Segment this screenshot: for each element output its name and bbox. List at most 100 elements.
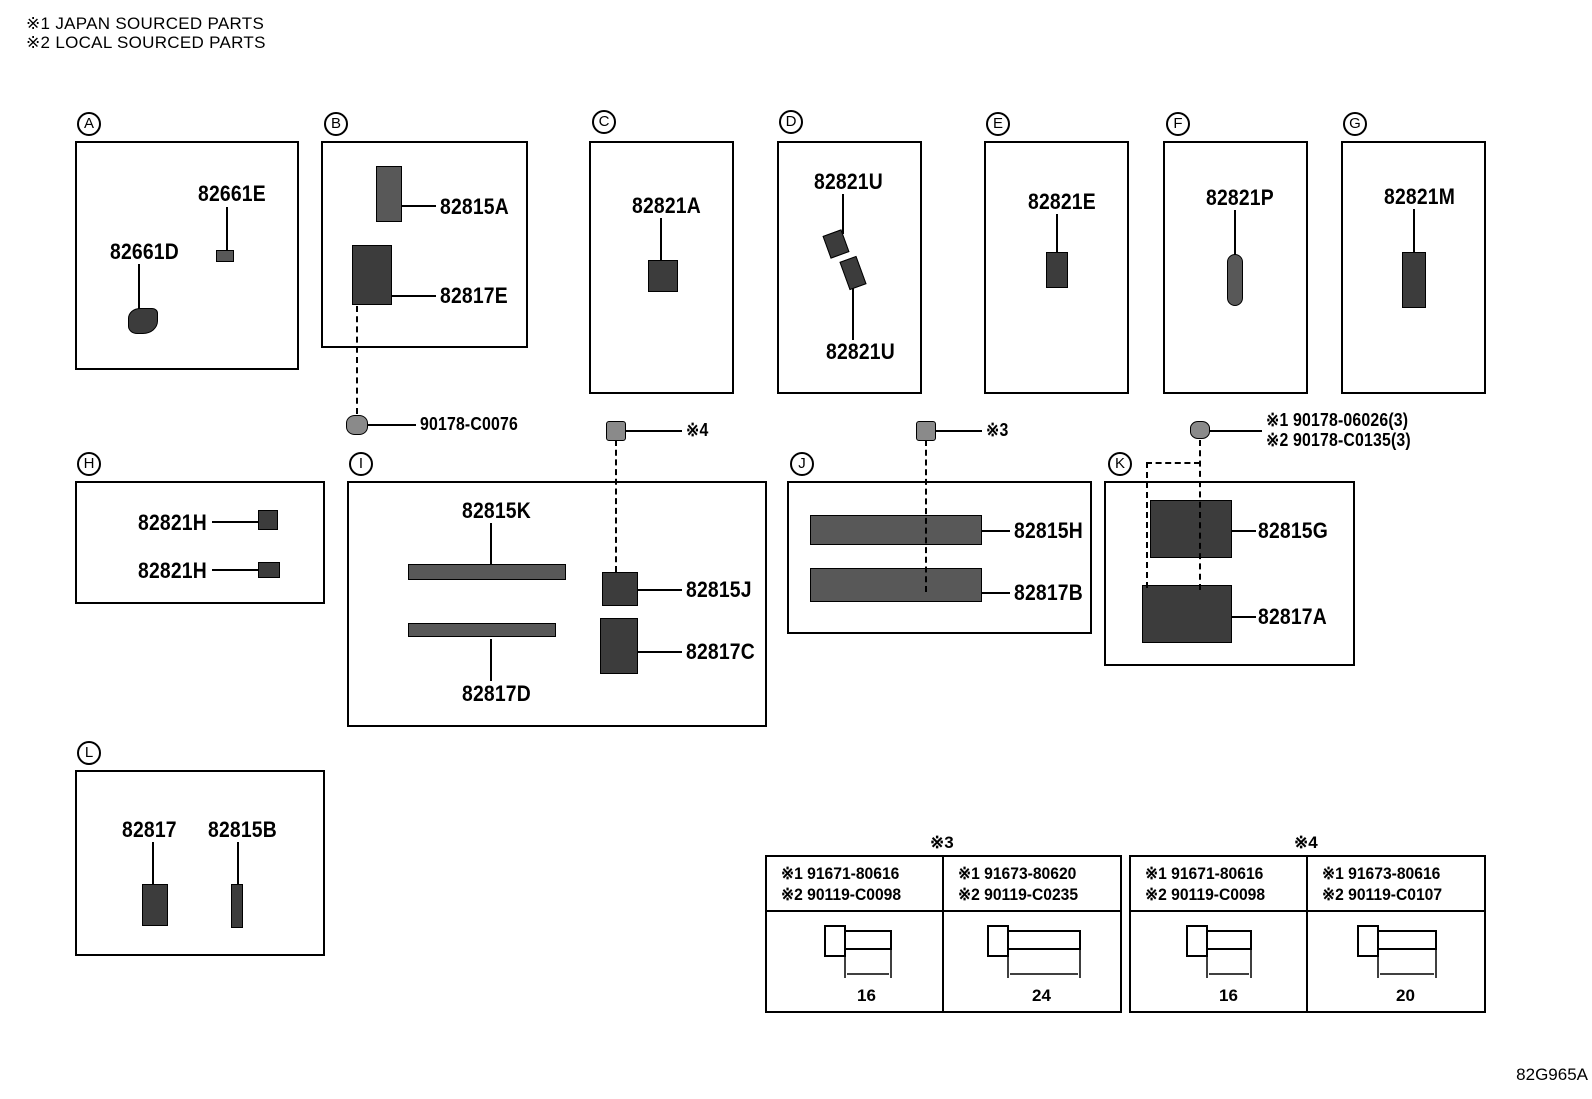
table-4-col-1-header: ※1 91671-80616 ※2 90119-C0098 [1131,857,1308,912]
bolt-length-16: 16 [1219,986,1238,1005]
group-h-frame [75,481,325,604]
bolt-24-icon [987,925,1081,978]
part-number-82817c[interactable]: 82817C [686,639,755,664]
diagram-id: 82G965A [1516,1065,1588,1084]
bolt-fastener-icon [916,421,936,441]
part-number-82817a[interactable]: 82817A [1258,604,1327,629]
leader-line [638,589,682,591]
bolt-table-4: ※1 91671-80616 ※2 90119-C0098 ※1 91673-8… [1129,855,1486,1013]
clip-part-shape [128,308,158,334]
callout-e: E [986,112,1010,136]
dashed-guide [1146,462,1200,464]
part-number-82661d[interactable]: 82661D [110,239,179,264]
table-3-col-1-image: 16 [767,912,944,1011]
part-number-82821h-bottom[interactable]: 82821H [138,558,207,583]
leader-line [1210,430,1262,432]
part-number-82817b[interactable]: 82817B [1014,580,1083,605]
group-a-frame [75,141,299,370]
table-4-col-2-header: ※1 91673-80616 ※2 90119-C0107 [1308,857,1484,912]
bolt-20-icon [1357,925,1437,978]
part-number-82821p[interactable]: 82821P [1206,185,1274,210]
bracket-part-shape [1142,585,1232,643]
bracket-part-shape [602,572,638,606]
bracket-part-shape [142,884,168,926]
part-number-82817e[interactable]: 82817E [440,283,508,308]
fastener-ref-3[interactable]: ※3 [986,420,1009,440]
part-number-90178-06026[interactable]: ※1 90178-06026(3) [1266,410,1409,430]
leader-line [212,521,258,523]
dashed-guide [615,440,617,572]
table-4-col-2-image: 20 [1308,912,1484,1011]
part-number-91671-80616[interactable]: ※1 91671-80616 [781,864,900,883]
table-4-col-1-image: 16 [1131,912,1308,1011]
part-number-90119-c0235[interactable]: ※2 90119-C0235 [958,885,1079,904]
bolt-table-3: ※1 91671-80616 ※2 90119-C0098 ※1 91673-8… [765,855,1122,1013]
part-number-90178-c0135[interactable]: ※2 90178-C0135(3) [1266,430,1411,450]
part-number-82815g[interactable]: 82815G [1258,518,1328,543]
clip-fastener-icon [346,415,368,435]
part-number-82815j[interactable]: 82815J [686,577,752,602]
dashed-guide [1146,462,1148,588]
leader-line [138,264,140,309]
table-4-title: ※4 [1294,833,1318,852]
leader-line [392,295,436,297]
leader-line [638,651,682,653]
part-number-82817d[interactable]: 82817D [462,681,531,706]
leader-line [1232,616,1256,618]
callout-c: C [592,110,616,134]
part-number-82821e[interactable]: 82821E [1028,189,1096,214]
part-number-90119-c0098[interactable]: ※2 90119-C0098 [1145,885,1266,904]
leader-line [936,430,982,432]
part-number-91673-80616[interactable]: ※1 91673-80616 [1322,864,1441,883]
part-number-82815a[interactable]: 82815A [440,194,509,219]
bolt-length-24: 24 [1032,986,1051,1005]
callout-b: B [324,112,348,136]
callout-l: L [77,741,101,765]
leader-line [1232,530,1256,532]
bracket-part-shape [376,166,402,222]
leader-line [237,842,239,886]
callout-k: K [1108,452,1132,476]
part-number-82821h-top[interactable]: 82821H [138,510,207,535]
dashed-guide [1199,440,1201,590]
bolt-length-16: 16 [857,986,876,1005]
part-number-82821u-top[interactable]: 82821U [814,169,883,194]
part-number-82815k[interactable]: 82815K [462,498,531,523]
fastener-ref-4[interactable]: ※4 [686,420,709,440]
table-3-col-2-header: ※1 91673-80620 ※2 90119-C0235 [944,857,1120,912]
part-number-82815b[interactable]: 82815B [208,817,277,842]
leader-line [368,424,416,426]
leader-line [1056,214,1058,254]
leader-line [1234,210,1236,256]
legend-local-sourced: ※2 LOCAL SOURCED PARTS [26,33,266,52]
dashed-guide [925,440,927,592]
leader-line [852,288,854,340]
bracket-part-shape [352,245,392,305]
part-number-91671-80616[interactable]: ※1 91671-80616 [1145,864,1264,883]
group-b-frame [321,141,528,348]
group-i-frame [347,481,767,727]
harness-protector-shape [408,623,556,637]
part-number-82821m[interactable]: 82821M [1384,184,1456,209]
harness-protector-shape [408,564,566,580]
leader-line [490,639,492,681]
part-number-82817[interactable]: 82817 [122,817,177,842]
part-number-82821a[interactable]: 82821A [632,193,701,218]
clamp-part-shape [648,260,678,292]
leader-line [402,205,436,207]
part-number-82661e[interactable]: 82661E [198,181,266,206]
harness-protector-shape [810,568,982,602]
leader-line [660,218,662,262]
bracket-part-shape [600,618,638,674]
part-number-82821u-bottom[interactable]: 82821U [826,339,895,364]
part-number-90178-c0076[interactable]: 90178-C0076 [420,414,518,434]
clip-part-shape [1227,254,1243,306]
leader-line [490,523,492,565]
part-number-82815h[interactable]: 82815H [1014,518,1083,543]
part-number-90119-c0107[interactable]: ※2 90119-C0107 [1322,885,1443,904]
part-number-90119-c0098[interactable]: ※2 90119-C0098 [781,885,902,904]
part-number-91673-80620[interactable]: ※1 91673-80620 [958,864,1077,883]
callout-f: F [1166,112,1190,136]
group-j-frame [787,481,1092,634]
group-l-frame [75,770,325,956]
